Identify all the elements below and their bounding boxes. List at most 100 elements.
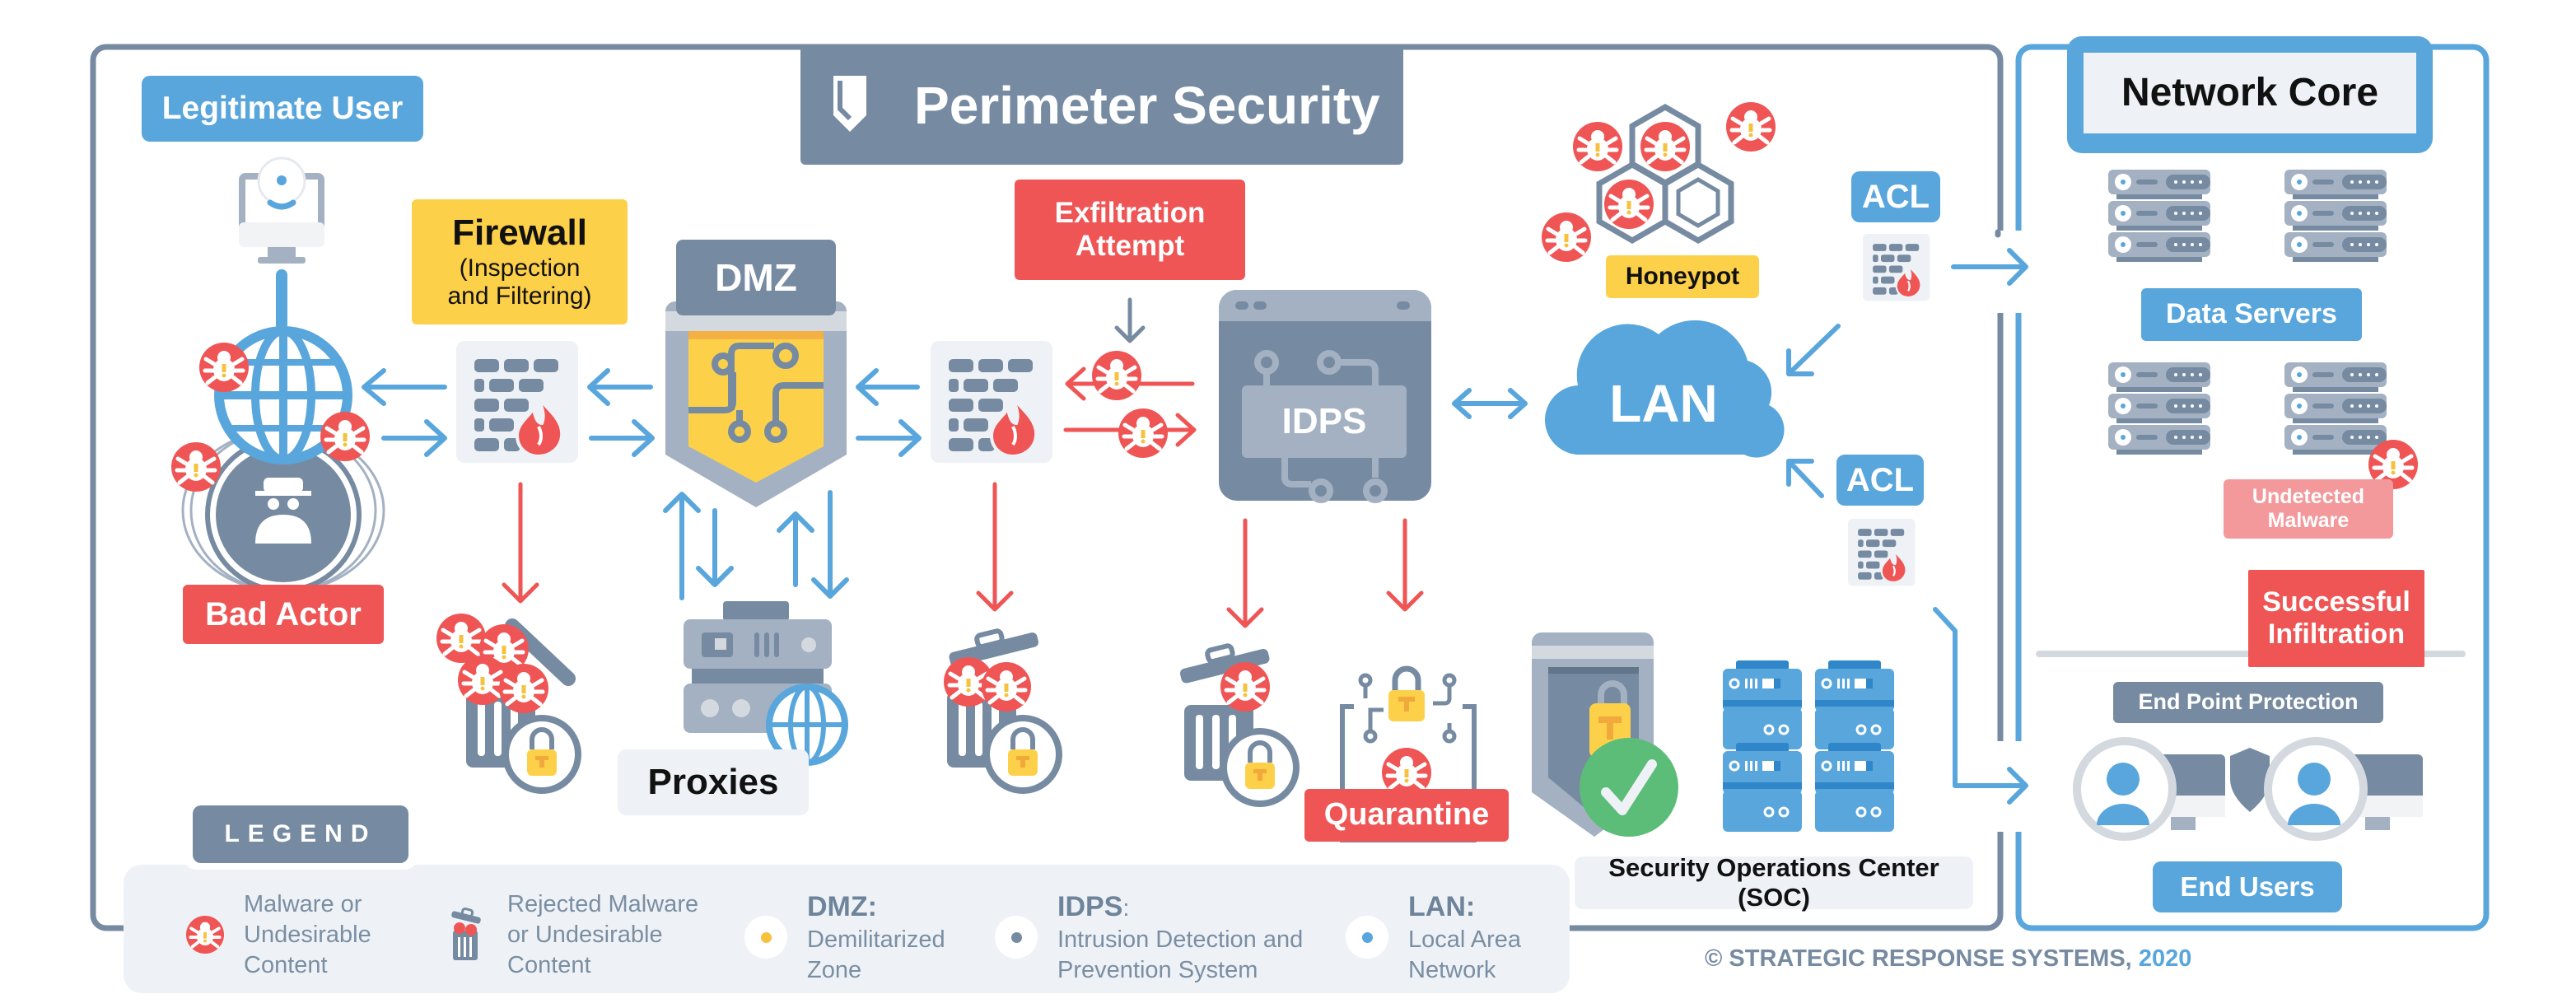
arrow-bidirectional (1452, 388, 1528, 419)
malware-bug-icon (1118, 408, 1168, 458)
dmz-shield-icon (665, 301, 847, 507)
legend-item-rejected: Rejected Malware or Undesirable Content (450, 889, 698, 980)
shield-icon (2230, 748, 2270, 812)
bad-actor-icon (181, 428, 385, 593)
slate-dot-icon (995, 916, 1038, 959)
arrow-down (1114, 297, 1146, 343)
arrow-right (381, 419, 447, 457)
idps-label: IDPS (1281, 401, 1367, 441)
check-icon (1580, 738, 1678, 837)
trash-bin-icon (1179, 643, 1296, 804)
arrow-left (362, 368, 447, 406)
undetected-line: Malware (2267, 509, 2350, 532)
malware-bug-icon (199, 343, 249, 392)
malware-bug-icon (1726, 102, 1776, 152)
legend-panel: Malware or Undesirable Content Rejected … (124, 865, 1570, 993)
soc-label: Security Operations Center (SOC) (1575, 853, 1973, 912)
infiltration-line: Successful (2262, 586, 2410, 618)
title-banner (800, 45, 1403, 165)
bad-actor-label: Bad Actor (183, 585, 384, 644)
firewall-title: Firewall (452, 212, 587, 254)
malware-bug-icon (1640, 122, 1690, 171)
arrow-up-left (1786, 459, 1824, 498)
legend-text: or Undesirable (507, 921, 663, 948)
end-user-icon (2073, 737, 2225, 841)
lan-cloud-icon (1544, 320, 1785, 458)
legend-text: Network (1408, 957, 1496, 983)
firewall-subtitle: (Inspection (459, 254, 581, 282)
internet-globe-icon (214, 326, 352, 464)
legend-item-idps: IDPS: Intrusion Detection and Prevention… (995, 889, 1303, 986)
reject-arrow (1226, 518, 1264, 628)
soc-server-icon (1721, 659, 1804, 751)
arrow-to-end-users (1933, 607, 2028, 805)
malware-bug-icon (171, 442, 221, 492)
legend-colon: : (1122, 895, 1130, 922)
legend-text: Demilitarized (807, 926, 945, 954)
yellow-dot-icon (744, 916, 787, 959)
legend-text: Intrusion Detection and (1057, 926, 1304, 954)
dmz-label: DMZ (676, 240, 836, 315)
user-computer-icon (239, 156, 324, 264)
proxies-label: Proxies (618, 749, 809, 815)
legend-title: LEGEND (193, 805, 408, 863)
legend-text: Rejected Malware (507, 891, 699, 917)
infiltration-line: Infiltration (2267, 618, 2406, 650)
exfiltration-label: Exfiltration Attempt (1015, 180, 1245, 280)
arrow-up (777, 511, 814, 587)
undetected-line: Undetected (2252, 485, 2365, 509)
lan-label: LAN (1609, 374, 1718, 433)
reject-arrow (976, 482, 1014, 612)
blue-dot-icon (1346, 916, 1388, 959)
legend-term: IDPS (1057, 891, 1123, 922)
legend-item-lan: LAN: Local Area Network (1346, 889, 1521, 986)
arrow-right (589, 419, 655, 457)
idps-icon (1219, 290, 1431, 503)
trash-bin-icon (436, 614, 578, 791)
firewall-icon (929, 339, 1054, 464)
legitimate-user-label: Legitimate User (142, 76, 423, 142)
page-title: Perimeter Security (914, 76, 1380, 135)
firewall-subtitle: and Filtering) (447, 282, 592, 310)
copyright-footer: © STRATEGIC RESPONSE SYSTEMS, 2020 (1705, 945, 2191, 973)
data-server-icon (2108, 170, 2210, 262)
arrow-left (856, 368, 920, 406)
arrow-right (1951, 248, 2028, 286)
reject-arrow (502, 482, 539, 604)
quarantine-label: Quarantine (1304, 789, 1509, 842)
malware-bug-icon (320, 412, 370, 461)
data-server-icon (2284, 362, 2387, 455)
acl-firewall-icon (1861, 232, 1931, 302)
malware-bug-icon (1092, 351, 1141, 400)
legend-text: Zone (807, 957, 862, 983)
honeypot-label: Honeypot (1606, 255, 1759, 298)
exfiltration-line: Exfiltration (1054, 196, 1206, 229)
data-server-icon (2108, 362, 2210, 455)
end-user-icon (2264, 737, 2423, 841)
malware-bug-icon (186, 916, 224, 954)
acl-label-bottom: ACL (1836, 455, 1924, 506)
legend-term: DMZ: (807, 891, 877, 922)
malware-bug-icon (1573, 122, 1622, 171)
legend-text: Content (244, 951, 328, 978)
acl-firewall-icon (1846, 517, 1916, 587)
soc-server-icon (1721, 741, 1804, 833)
exfiltration-line: Attempt (1075, 230, 1185, 262)
copyright-year: 2020 (2138, 945, 2192, 972)
data-server-icon (2284, 170, 2387, 262)
network-core-title: Network Core (2121, 71, 2379, 114)
soc-server-icon (1813, 741, 1896, 833)
successful-infiltration-label: Successful Infiltration (2248, 570, 2424, 667)
quarantine-arrow (1386, 518, 1424, 612)
malware-bug-icon (1542, 212, 1591, 262)
legend-term: LAN: (1408, 891, 1476, 922)
undetected-malware-label: Undetected Malware (2224, 479, 2393, 539)
arrow-down (811, 490, 849, 599)
legend-text: Malware or (244, 891, 362, 917)
legend-item-malware: Malware or Undesirable Content (186, 889, 371, 980)
trash-bin-icon (944, 628, 1059, 791)
data-servers-label: Data Servers (2141, 288, 2362, 341)
trash-bin-icon (451, 908, 481, 961)
legend-item-dmz: DMZ: Demilitarized Zone (744, 889, 945, 986)
